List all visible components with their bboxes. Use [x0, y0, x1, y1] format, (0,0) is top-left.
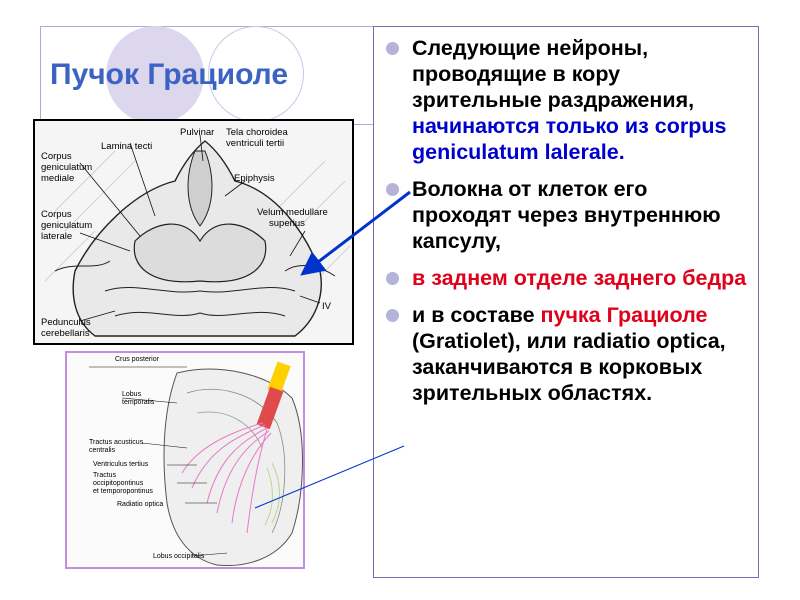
label-pedunculus-1: Pedunculus: [41, 317, 91, 328]
label-tractus-occipito-3: et temporopontinus: [93, 488, 153, 495]
brainstem-dorsal-figure: Lamina tecti Pulvinar Tela choroidea ven…: [33, 119, 354, 345]
label-pedunculus-2: cerebellaris: [41, 328, 90, 339]
label-epiphysis: Epiphysis: [234, 173, 275, 184]
slide-title: Пучок Грациоле: [50, 58, 289, 91]
label-lobus-temporalis-1: Lobus: [122, 391, 142, 398]
bullet-text-segment: в заднем отделе заднего бедра: [412, 266, 747, 290]
bullet-text-segment: пучка Грациоле: [540, 303, 708, 327]
bullet-text-segment: (Gratiolet), или radiatio optica, заканч…: [412, 329, 726, 405]
label-tela-ventriculi: ventriculi tertii: [226, 138, 285, 149]
bullet-text-segment: и в составе: [412, 303, 541, 327]
label-crus-posterior: Crus posterior: [115, 356, 159, 363]
label-lobus-occipitalis: Lobus occipitalis: [153, 553, 205, 560]
label-cgm-1: Corpus: [41, 151, 72, 162]
label-velum-1: Velum medullare: [257, 207, 328, 218]
brainstem-drawing: [35, 121, 352, 343]
optic-radiation-figure: Crus posterior Lobus temporalis Tractus …: [65, 351, 305, 569]
label-pulvinar: Pulvinar: [180, 127, 215, 138]
label-lamina-tecti: Lamina tecti: [101, 141, 153, 152]
bullet-list: Следующие нейроны, проводящие в кору зри…: [374, 27, 758, 406]
decor-top-line: [40, 26, 373, 27]
bullet-item: и в составе пучка Грациоле (Gratiolet), …: [386, 302, 750, 406]
bullet-dot-icon: [386, 42, 399, 55]
bullet-dot-icon: [386, 309, 399, 322]
bullet-dot-icon: [386, 272, 399, 285]
bullet-item: Следующие нейроны, проводящие в кору зри…: [386, 35, 750, 165]
label-ventriculus-tertius: Ventriculus tertius: [93, 461, 149, 468]
bullet-item: в заднем отделе заднего бедра: [386, 265, 750, 291]
bullet-item: Волокна от клеток его проходят через вну…: [386, 176, 750, 254]
label-tractus-acusticus-2: centralis: [89, 447, 116, 454]
label-cgl-1: Corpus: [41, 209, 72, 220]
label-tractus-acusticus-1: Tractus acusticus: [89, 439, 144, 446]
bullet-text-segment: начинаются только из corpus geniculatum …: [412, 114, 727, 164]
decor-left-line: [40, 26, 41, 122]
bullet-text-box: Следующие нейроны, проводящие в кору зри…: [373, 26, 759, 578]
label-cgl-2: geniculatum: [41, 220, 93, 231]
label-cgm-3: mediale: [41, 173, 75, 184]
label-radiatio-optica: Radiatio optica: [117, 501, 164, 508]
label-velum-2: superius: [269, 218, 305, 229]
bullet-text-segment: Следующие нейроны, проводящие в кору зри…: [412, 36, 695, 112]
label-iv: IV: [322, 301, 331, 312]
label-tractus-occipito-1: Tractus: [93, 472, 117, 479]
label-tractus-occipito-2: occipitopontinus: [93, 480, 144, 487]
bullet-dot-icon: [386, 183, 399, 196]
label-tela-choroidea: Tela choroidea: [226, 127, 288, 138]
decor-circle-filled: [106, 26, 204, 124]
label-cgm-2: geniculatum: [41, 162, 93, 173]
bullet-text-segment: Волокна от клеток его проходят через вну…: [412, 177, 721, 253]
label-cgl-3: laterale: [41, 231, 73, 242]
label-lobus-temporalis-2: temporalis: [122, 399, 155, 406]
